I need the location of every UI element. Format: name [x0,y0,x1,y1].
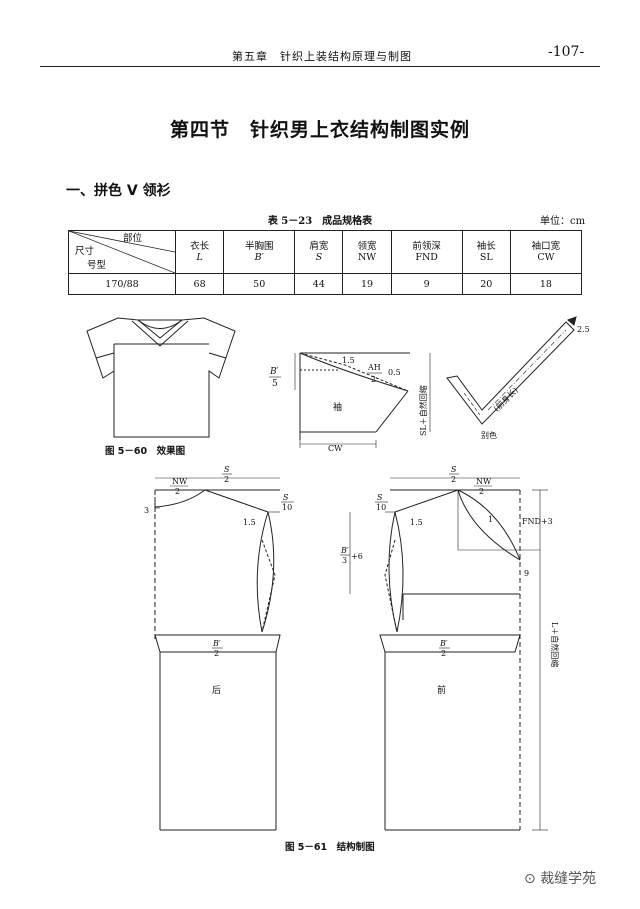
trim-label: 别色 [481,430,497,440]
corner-cell: 部位 尺寸 号型 [68,230,176,274]
sleeve-label: 袖 [333,401,342,413]
sleeve-v05: 0.5 [388,368,401,377]
back-b2-num: B′ [212,639,221,648]
sleeve-draft [294,352,431,448]
sleeve-v15: 1.5 [342,356,355,365]
back-s10-num: S [283,493,289,502]
wechat-icon: ⊙ [524,871,541,887]
back-label: 后 [212,685,221,696]
front-s10-den: 10 [376,503,386,512]
watermark: ⊙ 裁缝学苑 [524,868,596,888]
sleeve-b5-den: 5 [272,379,278,389]
table-unit: 单位：cm [540,216,586,227]
tshirt-illustration [86,317,236,438]
trim-band-label: (前身长) [491,385,519,413]
cell: 20 [461,273,511,295]
front-v15: 1.5 [410,518,423,527]
page-number: -107- [548,44,585,60]
sleeve-sl-label: SL＋自然回缩 [418,385,428,436]
front-s2-num: S [451,465,457,474]
corner-grade: 号型 [87,260,107,271]
front-body-draft [349,489,548,831]
front-nw-den: 2 [479,487,484,496]
front-fnd: FND+3 [522,517,553,526]
front-b36-num: B′ [340,546,349,555]
corner-size: 尺寸 [75,246,95,257]
front-s10-num: S [377,493,383,502]
back-nw-num: NW [172,477,188,486]
fig60-caption: 图 5－60 效果图 [105,445,185,457]
back-v3: 3 [144,506,149,515]
back-nw-den: 2 [175,487,180,496]
table-caption: 表 5－23 成品规格表 [267,216,373,227]
back-body-draft [154,489,281,831]
front-b36-den: 3 [342,556,347,565]
sleeve-ah-num: AH [367,363,381,372]
chapter-header: 第五章 针织上装结构原理与制图 [232,50,412,63]
back-v15: 1.5 [243,518,256,527]
back-b2-den: 2 [214,649,219,658]
cell: 68 [174,273,225,295]
watermark-text: 裁缝学苑 [540,871,597,887]
subsection-title: 一、拼色 V 领衫 [66,183,171,199]
front-v1: 1 [488,515,493,524]
back-s2-den: 2 [224,475,229,484]
back-s2-num: S [224,465,230,474]
sleeve-ah-den: 2 [371,375,376,384]
front-b2-den: 2 [441,649,446,658]
front-s2-den: 2 [451,475,456,484]
sleeve-cw: CW [328,444,343,453]
sleeve-b5-num: B′ [269,367,279,377]
cell: 18 [509,273,583,295]
front-length-label: L＋自然回缩 [550,622,560,667]
trim-band [446,316,577,425]
corner-diagonals [69,231,175,273]
back-s10-den: 10 [282,503,292,512]
front-b2-num: B′ [439,639,448,648]
front-b36-add: +6 [351,552,363,561]
front-label: 前 [437,684,446,696]
front-v9: 9 [524,569,529,578]
corner-part: 部位 [123,233,143,244]
cell: 19 [342,273,392,295]
running-header-rule [40,46,600,67]
front-nw-num: NW [476,477,492,486]
fig61-caption: 图 5－61 结构制图 [285,841,375,853]
section-title: 第四节 针织男上衣结构制图实例 [169,119,470,141]
trim-v25: 2.5 [577,325,590,334]
